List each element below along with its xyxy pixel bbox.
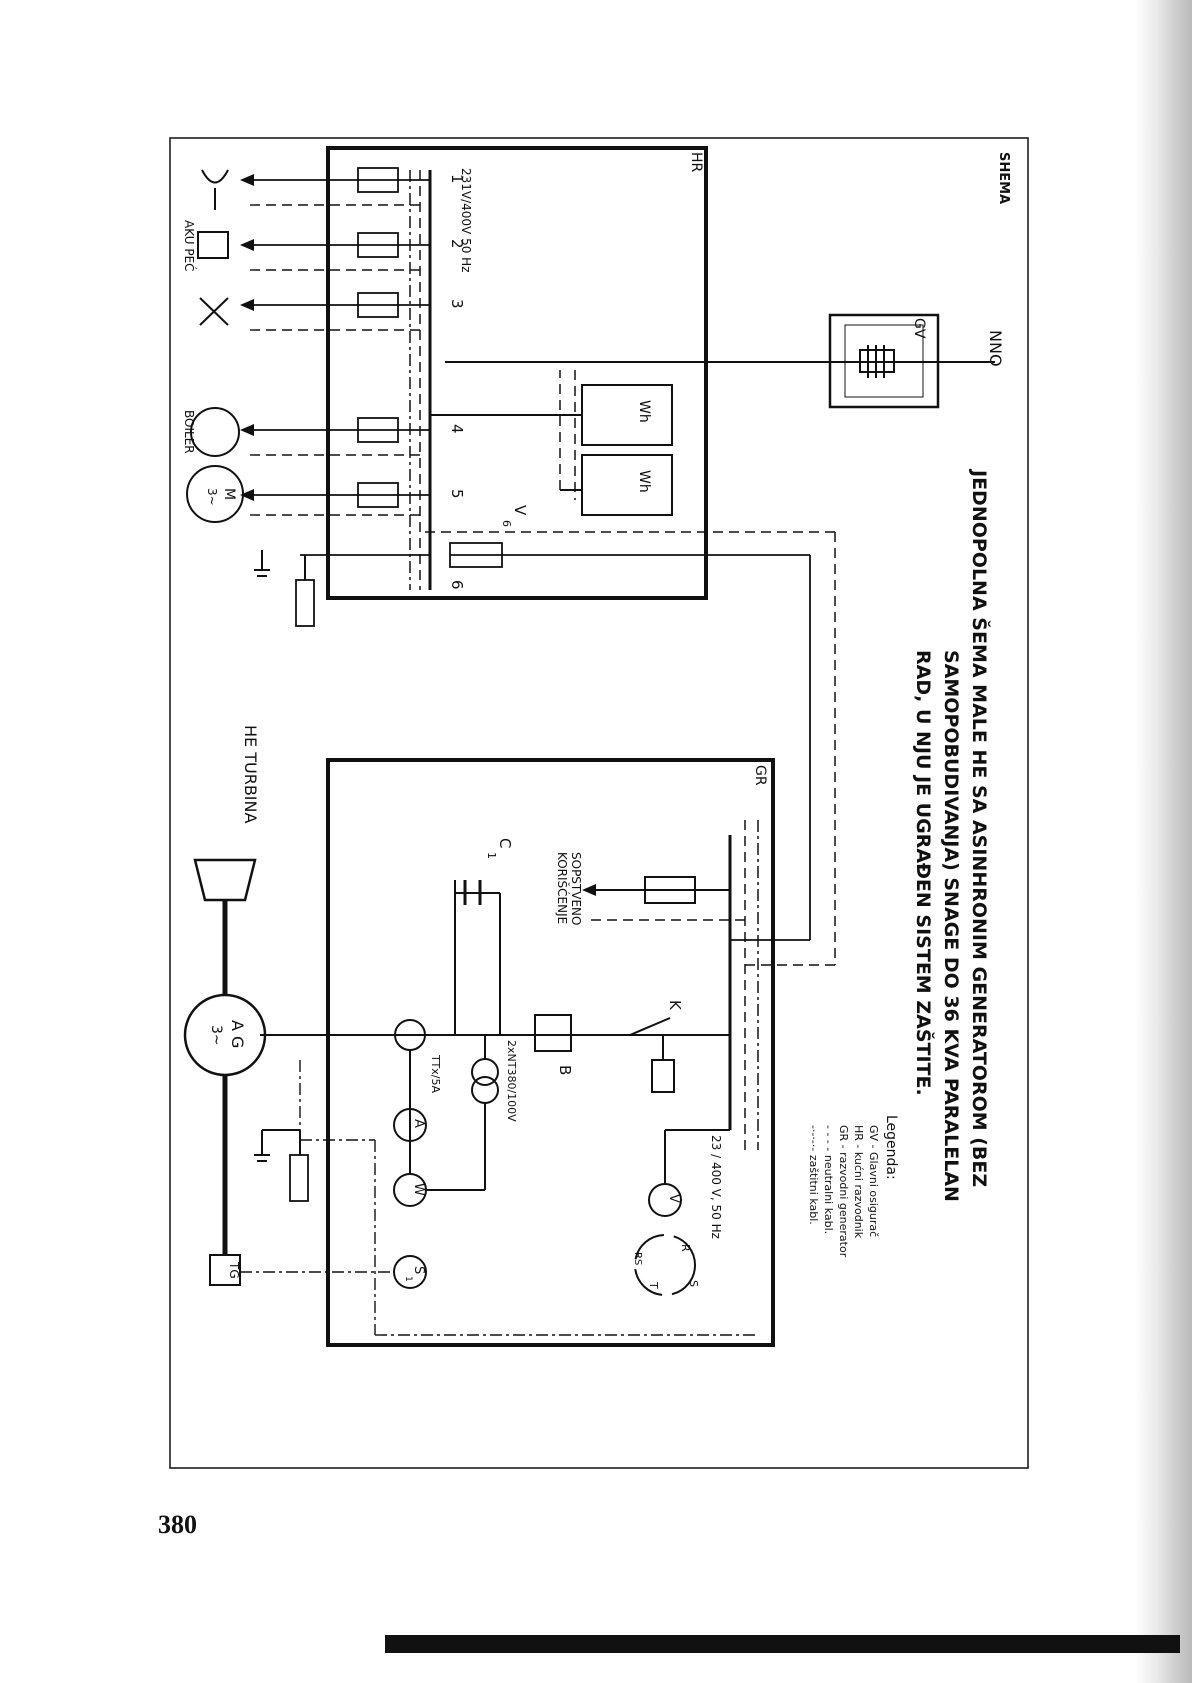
shema-tag: SHEMA: [996, 152, 1011, 204]
gr-label: GR: [752, 765, 768, 786]
b-label: B: [556, 1065, 574, 1075]
motor-label: M: [221, 488, 237, 500]
wh-meter-2-label: Wh: [636, 470, 652, 493]
legend-heading: Legenda:: [883, 1115, 899, 1180]
s1-relay: [393, 1255, 427, 1289]
s1-sub-label: 1: [403, 1276, 413, 1282]
aku-pec-label: AKU PEĆ: [182, 220, 197, 272]
rs-t-label: T: [647, 1281, 660, 1289]
title-line-2: SAMOPOBUDIVANJA) SNAGE DO 36 KVA PARALEL…: [940, 650, 962, 1202]
sopstveno-fuse: [644, 876, 696, 904]
legend-item-gv: GV - Glavni osigurač: [867, 1125, 880, 1237]
x-load: [199, 297, 229, 326]
v6-sub-label: 6: [500, 520, 513, 527]
sopstveno-label-2: KORIŠĆENJE: [555, 852, 570, 924]
k-relay-coil: [651, 1059, 675, 1093]
output-1: 1: [448, 174, 466, 184]
sopstveno-label-1: SOPSTVENO: [569, 852, 583, 925]
wh-meter-2: [581, 454, 673, 516]
ttx-label: TTx/5A: [429, 1054, 442, 1093]
b-breaker: [534, 1014, 572, 1052]
legend-item-hr: HR - kućni razvodnik: [852, 1125, 865, 1239]
boiler-label: BOILER: [182, 410, 196, 454]
v6-label: V: [511, 505, 529, 516]
rs-sub-label: RS: [632, 1252, 643, 1265]
rs-r-label: R: [679, 1244, 692, 1252]
c1-label: C: [496, 838, 514, 848]
legend-item-neutral: - - - - neutralni kabl.: [822, 1125, 835, 1234]
ag-sub-label: 3~: [208, 1025, 224, 1046]
output-5: 5: [448, 489, 466, 499]
feeder-arrows: [240, 174, 254, 501]
diagram-frame: [169, 137, 1029, 1469]
ag-asynchronous-generator: [183, 993, 267, 1077]
aku-pec-heater: [197, 231, 229, 259]
ag-label: A G: [228, 1020, 247, 1048]
output-4: 4: [448, 424, 466, 434]
k-label: K: [666, 1000, 684, 1011]
rs-s-label: S: [687, 1280, 700, 1287]
nno-label: NNO: [986, 330, 1005, 367]
legend-item-gr: GR - razvodni generator: [837, 1125, 850, 1258]
legend-item-protective: -·-·-·- zaštitni kabl.: [807, 1125, 820, 1225]
tg-label: TG: [227, 1261, 241, 1279]
page-edge-shadow: [1135, 0, 1192, 1683]
title-line-1: JEDNOPOLNA ŠEMA MALE HE SA ASINHRONIM GE…: [968, 468, 992, 1187]
tg-tachogenerator: [209, 1254, 241, 1286]
k-contactor-blade: [629, 1017, 671, 1036]
s1-label: S: [411, 1266, 426, 1274]
title-line-3: RAD, U NJU JE UGRAĐEN SISTEM ZAŠTITE.: [912, 650, 936, 1096]
he-turbine: [193, 858, 257, 902]
hr-voltage-label: 231V/400V 50 Hz: [459, 168, 473, 273]
motor-load: [186, 465, 244, 523]
hr-feeders: [245, 167, 836, 966]
boiler-load: [190, 407, 240, 457]
wh-meter-1: [581, 384, 673, 446]
phase-sequence-indicator: [634, 1234, 696, 1296]
wattmeter-label: W: [411, 1183, 426, 1196]
nt-label: 2xNT380/100V: [505, 1040, 518, 1122]
gv-label: GV: [911, 318, 927, 339]
gr-earth-electrode: [289, 1154, 309, 1202]
he-turbina-label: HE TURBINA: [241, 725, 260, 823]
hr-house-distribution-box: [326, 146, 708, 600]
gr-voltage-label: 23 / 400 V, 50 Hz: [709, 1135, 723, 1239]
output-3: 3: [448, 299, 466, 309]
output-6: 6: [448, 580, 466, 590]
antenna-load: [201, 169, 229, 210]
wh-meter-1-label: Wh: [636, 400, 652, 423]
hr-earth-electrode: [295, 579, 315, 627]
page-number: 380: [158, 1510, 197, 1539]
bottom-bar: [385, 1635, 1180, 1653]
ammeter-label: A: [411, 1119, 426, 1128]
output-2: 2: [448, 239, 466, 249]
voltmeter-label: V: [666, 1194, 681, 1203]
gr-generator-distribution-box: [326, 758, 775, 1347]
c1-sub-label: 1: [485, 852, 498, 859]
hr-label: HR: [688, 152, 704, 173]
motor-sub-label: 3~: [205, 488, 219, 506]
